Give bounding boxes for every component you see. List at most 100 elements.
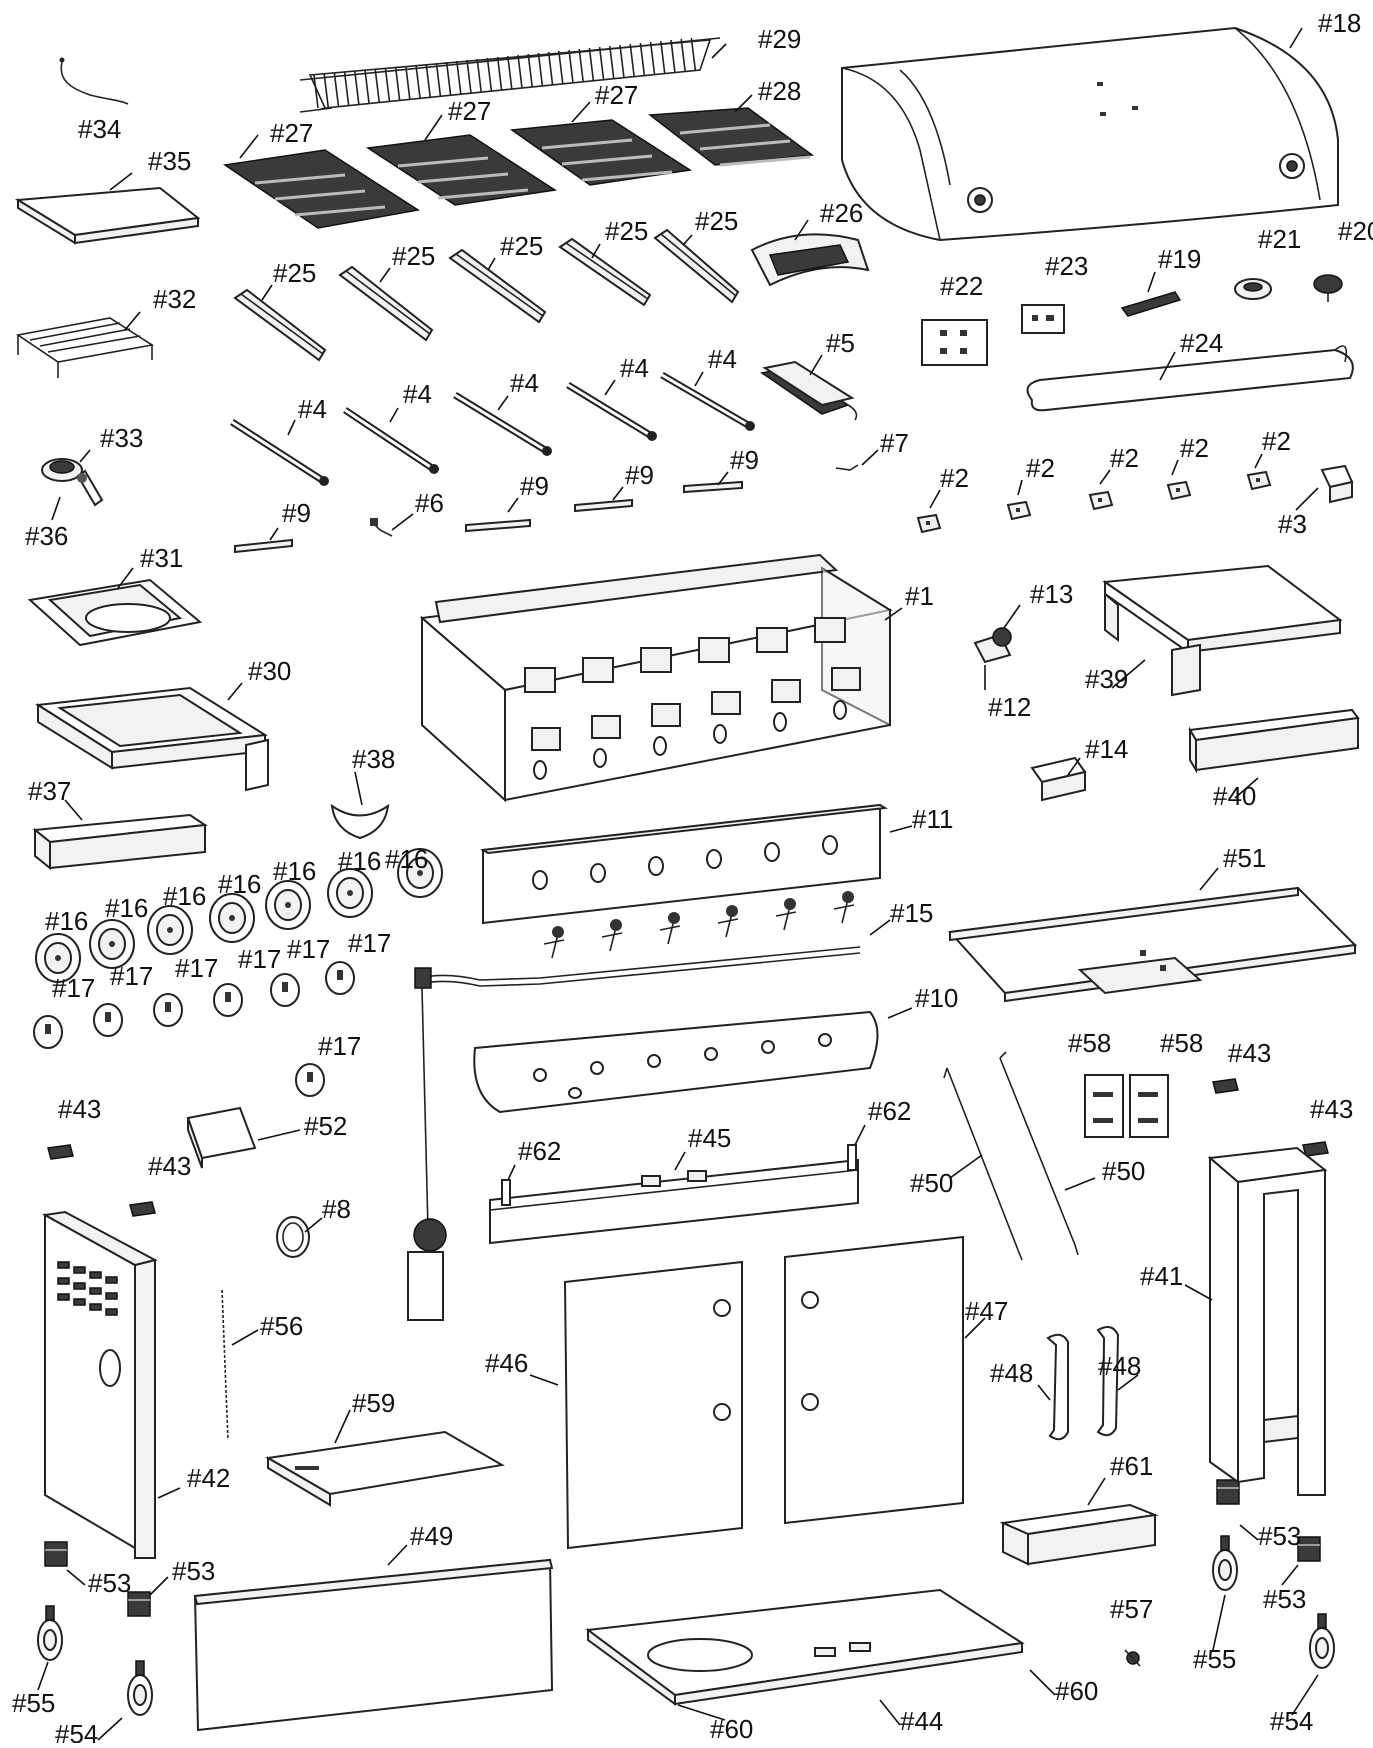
part-label-p16: #16 bbox=[273, 856, 316, 886]
part-label-p25: #25 bbox=[273, 258, 316, 288]
part-label-p4: #4 bbox=[620, 353, 649, 383]
part-label-p50: #50 bbox=[910, 1168, 953, 1198]
part-35-shelf-plate bbox=[14, 186, 201, 245]
part-label-p17: #17 bbox=[287, 934, 330, 964]
leader-line bbox=[674, 1151, 686, 1171]
part-label-p16: #16 bbox=[163, 881, 206, 911]
part-label-p25: #25 bbox=[392, 241, 435, 271]
part-8-ring bbox=[276, 1216, 310, 1258]
leader-line bbox=[389, 407, 399, 423]
part-label-p2: #2 bbox=[940, 463, 969, 493]
leader-line bbox=[1029, 1669, 1056, 1696]
part-label-p18: #18 bbox=[1318, 8, 1361, 38]
part-54-55-casters bbox=[37, 1535, 1335, 1716]
part-11-control-panel bbox=[479, 803, 889, 925]
part-48-handle-right bbox=[1096, 1325, 1120, 1437]
part-label-p53: #53 bbox=[88, 1568, 131, 1598]
leader-line bbox=[507, 1164, 516, 1181]
part-label-p29: #29 bbox=[758, 24, 801, 54]
part-label-p15: #15 bbox=[890, 898, 933, 928]
part-26-burner-cover bbox=[750, 233, 870, 287]
leader-line bbox=[1087, 1477, 1106, 1506]
part-label-p25: #25 bbox=[500, 231, 543, 261]
part-label-p60: #60 bbox=[1055, 1676, 1098, 1706]
leader-line bbox=[1067, 757, 1081, 776]
part-label-p4: #4 bbox=[708, 344, 737, 374]
part-label-p53: #53 bbox=[172, 1556, 215, 1586]
leader-line bbox=[717, 471, 729, 486]
part-20-thermometer bbox=[1313, 274, 1343, 302]
leader-line bbox=[287, 419, 296, 436]
part-6-electrode bbox=[370, 518, 393, 537]
part-9-brackets bbox=[234, 480, 743, 554]
part-34-wire bbox=[59, 57, 129, 105]
part-7-electrode bbox=[835, 464, 859, 471]
part-48-handle-left bbox=[1046, 1333, 1069, 1441]
leader-line bbox=[37, 1661, 49, 1691]
part-45-crossbar bbox=[489, 1158, 859, 1245]
part-label-p51: #51 bbox=[1223, 843, 1266, 873]
part-43-caps bbox=[47, 1078, 1329, 1217]
part-label-p38: #38 bbox=[352, 744, 395, 774]
leader-line bbox=[1254, 453, 1263, 469]
leader-line bbox=[1289, 27, 1303, 49]
leader-line bbox=[677, 1704, 726, 1721]
part-label-p10: #10 bbox=[915, 983, 958, 1013]
part-label-p16: #16 bbox=[218, 869, 261, 899]
part-42-vents bbox=[57, 1261, 118, 1316]
part-30-side-burner-frame bbox=[35, 686, 269, 792]
leader-line bbox=[149, 1576, 169, 1596]
part-label-p31: #31 bbox=[140, 543, 183, 573]
leader-line bbox=[354, 771, 363, 806]
leader-line bbox=[1099, 469, 1111, 485]
part-label-p45: #45 bbox=[688, 1123, 731, 1153]
part-47-right-door bbox=[784, 1235, 964, 1525]
leader-line bbox=[869, 919, 891, 936]
leader-line bbox=[1212, 1594, 1226, 1651]
part-label-p50: #50 bbox=[1102, 1156, 1145, 1186]
part-label-p41: #41 bbox=[1140, 1261, 1183, 1291]
part-label-p46: #46 bbox=[485, 1348, 528, 1378]
part-label-p21: #21 bbox=[1258, 224, 1301, 254]
leader-line bbox=[612, 486, 624, 501]
part-label-p61: #61 bbox=[1110, 1451, 1153, 1481]
part-label-p16: #16 bbox=[105, 893, 148, 923]
leader-line bbox=[964, 1317, 986, 1339]
part-label-p17: #17 bbox=[52, 973, 95, 1003]
part-15-manifold bbox=[419, 946, 861, 987]
leader-line bbox=[809, 354, 823, 376]
leader-line bbox=[694, 371, 704, 387]
leader-line bbox=[1037, 1384, 1051, 1401]
part-57-screw bbox=[1124, 1649, 1141, 1667]
part-22-screw-pack bbox=[921, 319, 988, 366]
part-label-p42: #42 bbox=[187, 1463, 230, 1493]
part-label-p58: #58 bbox=[1160, 1028, 1203, 1058]
leader-line bbox=[1159, 351, 1176, 381]
part-label-p43: #43 bbox=[1228, 1038, 1271, 1068]
part-label-p5: #5 bbox=[826, 328, 855, 358]
leader-line bbox=[227, 682, 243, 701]
part-label-p23: #23 bbox=[1045, 251, 1088, 281]
leader-line bbox=[887, 1007, 913, 1019]
part-5-rear-burner bbox=[760, 360, 858, 421]
leader-line bbox=[861, 449, 879, 466]
part-40-side-panel bbox=[1188, 708, 1360, 774]
part-3-bracket bbox=[1320, 464, 1354, 504]
part-label-p9: #9 bbox=[730, 445, 759, 475]
part-label-p17: #17 bbox=[348, 928, 391, 958]
leader-line bbox=[949, 1154, 983, 1179]
regulator-hose bbox=[407, 967, 447, 1321]
part-label-p4: #4 bbox=[510, 368, 539, 398]
leader-line bbox=[1184, 1284, 1213, 1301]
part-10-control-panel-lower bbox=[473, 1010, 879, 1114]
part-label-p9: #9 bbox=[520, 471, 549, 501]
part-label-p22: #22 bbox=[940, 271, 983, 301]
leader-line bbox=[889, 825, 913, 833]
leader-line bbox=[487, 257, 496, 271]
part-label-p3: #3 bbox=[1278, 509, 1307, 539]
part-label-p59: #59 bbox=[352, 1388, 395, 1418]
part-label-p16: #16 bbox=[45, 906, 88, 936]
part-label-p62: #62 bbox=[518, 1136, 561, 1166]
leader-line bbox=[1295, 487, 1319, 511]
